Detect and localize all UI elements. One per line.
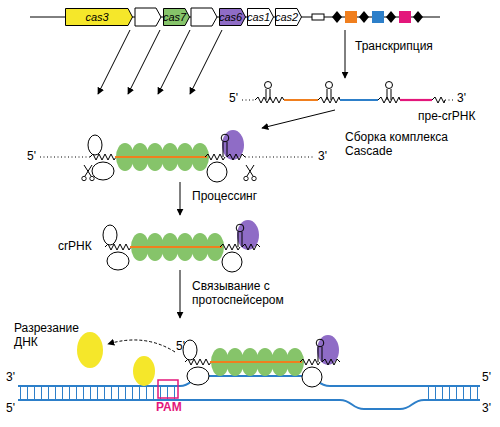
repeat-diamond	[413, 11, 423, 23]
text-label: 5'	[229, 92, 238, 106]
gene-arrow-outline	[66, 9, 133, 26]
gene-name: cas1	[247, 8, 274, 26]
text-label: 5'	[6, 402, 15, 416]
rna-hairpin	[387, 89, 391, 100]
dna-strand	[18, 376, 480, 386]
text-label: пре-crРНК	[418, 110, 476, 124]
gene-arrow: cas2	[275, 8, 302, 26]
recruit-arrow	[108, 340, 175, 352]
rna-dots	[445, 100, 455, 101]
expression-arrow	[158, 30, 190, 94]
repeat-rna	[432, 97, 445, 103]
step-arrow	[345, 30, 346, 78]
text-label: Транскрипция	[355, 40, 433, 54]
cas3-protein	[133, 356, 155, 386]
step-arrow	[180, 270, 181, 318]
gene-name: cas7	[163, 8, 190, 26]
cascade-complex	[88, 130, 245, 182]
scissors-symbol	[82, 165, 94, 181]
cascade-complex	[183, 335, 340, 387]
rna-hairpin	[326, 82, 333, 89]
repeat-diamond	[332, 11, 342, 23]
rna-hairpin	[266, 89, 270, 100]
repeat-rna	[318, 97, 340, 103]
leader-box	[312, 14, 324, 20]
text-label: Связывание с протоспейсером	[192, 280, 284, 308]
text-label: 5'	[482, 371, 491, 385]
expression-arrow	[98, 30, 130, 94]
text-label: PAM	[156, 401, 182, 415]
gene-arrow: cas6	[219, 8, 246, 26]
gene-arrow-outline	[164, 9, 190, 26]
text-label: 3'	[318, 150, 327, 164]
rna-dots	[40, 157, 90, 158]
text-label: 3'	[457, 92, 466, 106]
gene-arrow: cas7	[163, 8, 190, 26]
rna-hairpin	[327, 89, 331, 100]
gene-arrow: cas1	[247, 8, 274, 26]
spacer-rna	[284, 99, 318, 101]
spacer-rna	[400, 99, 432, 101]
rna-dots	[245, 157, 315, 158]
base-pairs	[20, 387, 178, 400]
scissors-symbol	[244, 165, 256, 181]
step-arrow	[180, 182, 181, 215]
expression-arrow	[128, 30, 160, 94]
base-pairs	[428, 387, 478, 400]
gene-name: cas6	[219, 8, 246, 26]
gene-arrow: cas3	[65, 8, 133, 26]
gene-arrow	[135, 8, 161, 26]
gene-name: cas2	[275, 8, 302, 26]
spacer-square	[345, 11, 357, 23]
gene-arrow-outline	[220, 9, 246, 26]
text-label: Разрезание ДНК	[14, 322, 86, 350]
gene-arrow	[191, 8, 217, 26]
rna-dots	[242, 100, 255, 101]
pam-box	[158, 380, 178, 398]
text-label: crРНК	[58, 240, 92, 254]
gene-arrow-outline	[248, 9, 274, 26]
repeat-diamond	[386, 11, 396, 23]
rna-hairpin	[386, 82, 393, 89]
text-label: 5'	[27, 150, 36, 164]
text-label: 5'	[176, 340, 185, 354]
expression-arrow	[190, 30, 222, 94]
cas3-protein	[77, 332, 103, 368]
text-label: 3'	[6, 371, 15, 385]
repeat-rna	[378, 97, 400, 103]
step-arrow	[262, 110, 335, 128]
text-label: 3'	[482, 402, 491, 416]
gene-name: cas3	[65, 8, 133, 26]
spacer-square	[399, 11, 411, 23]
dna-strand	[18, 400, 480, 409]
cascade-complex	[103, 220, 260, 272]
gene-arrow-outline	[276, 9, 302, 26]
repeat-diamond	[359, 11, 369, 23]
spacer-square	[372, 11, 384, 23]
text-label: Сборка комплекса Cascade	[345, 131, 453, 159]
spacer-rna	[340, 99, 378, 101]
text-label: Процессинг	[192, 190, 257, 204]
rna-hairpin	[265, 82, 272, 89]
